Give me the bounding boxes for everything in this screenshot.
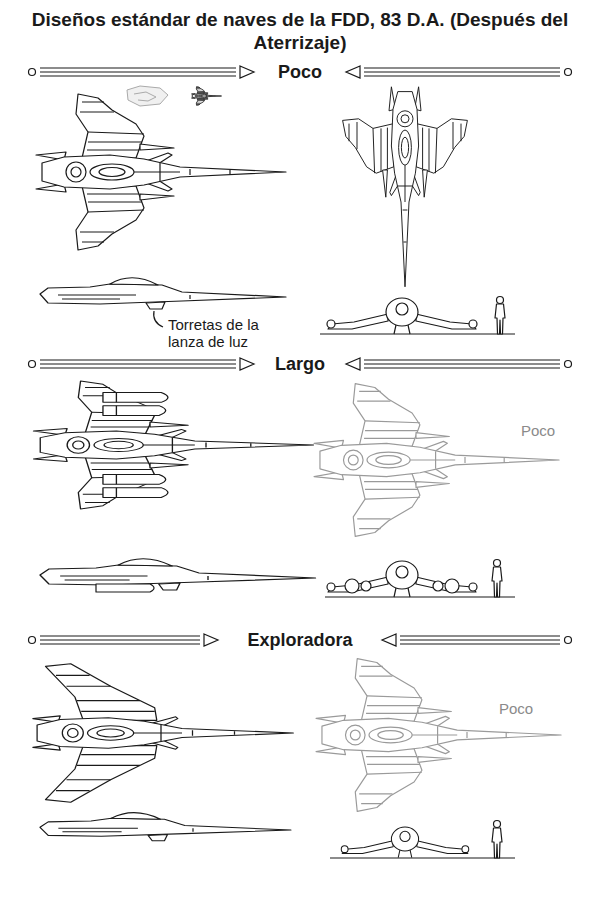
- poco-drawings: [343, 87, 468, 287]
- section-heading: Exploradora: [200, 629, 400, 651]
- section-band: [346, 358, 360, 370]
- section-band: [29, 69, 36, 76]
- engine-pod: [96, 584, 154, 592]
- thumbnail-icons: [127, 86, 222, 106]
- largo-drawings: [34, 381, 314, 509]
- thumbnail-icons: [192, 87, 222, 106]
- section-band: [565, 69, 572, 76]
- section-band: [29, 361, 36, 368]
- ghost-label: Poco: [521, 422, 555, 440]
- section-heading: Largo: [200, 353, 400, 375]
- largo-drawings: [314, 384, 559, 537]
- section-band: [240, 66, 254, 78]
- thumbnail-icons: [134, 92, 156, 101]
- poco-drawings: [327, 298, 477, 334]
- poco-drawings: [40, 278, 286, 309]
- leader-line: [154, 311, 163, 327]
- explorer-drawings: [341, 827, 469, 858]
- explorer-drawings: [316, 659, 561, 812]
- engine-pod: [345, 579, 359, 593]
- engine-pod: [361, 581, 371, 591]
- section-band: [382, 634, 396, 646]
- explorer-drawings: [492, 821, 502, 859]
- explorer-drawings: [33, 659, 561, 858]
- largo-drawings: [40, 559, 316, 590]
- section-heading: Poco: [200, 61, 400, 83]
- explorer-drawings: [40, 813, 291, 841]
- ground-line: [320, 333, 515, 334]
- section-band: [29, 637, 36, 644]
- poco-drawings: [495, 297, 505, 335]
- largo-drawings: [34, 381, 560, 597]
- engine-pod: [433, 581, 443, 591]
- callout-label: Torretas de la lanza de luz: [168, 316, 286, 350]
- ground-line: [325, 596, 515, 597]
- poco-drawings: [36, 87, 515, 334]
- explorer-drawings: [33, 664, 293, 803]
- section-band: [240, 358, 254, 370]
- ghost-label: Poco: [499, 700, 533, 718]
- diagram-title: Diseños estándar de naves de la FDD, 83 …: [30, 8, 570, 54]
- engine-pod: [445, 579, 459, 593]
- poco-drawings: [36, 94, 286, 250]
- section-band: [565, 361, 572, 368]
- section-band: [204, 634, 218, 646]
- section-band: [565, 637, 572, 644]
- largo-drawings: [327, 561, 477, 597]
- ground-line: [330, 857, 515, 858]
- section-band: [346, 66, 360, 78]
- thumbnail-icons: [127, 86, 168, 106]
- largo-drawings: [492, 560, 502, 598]
